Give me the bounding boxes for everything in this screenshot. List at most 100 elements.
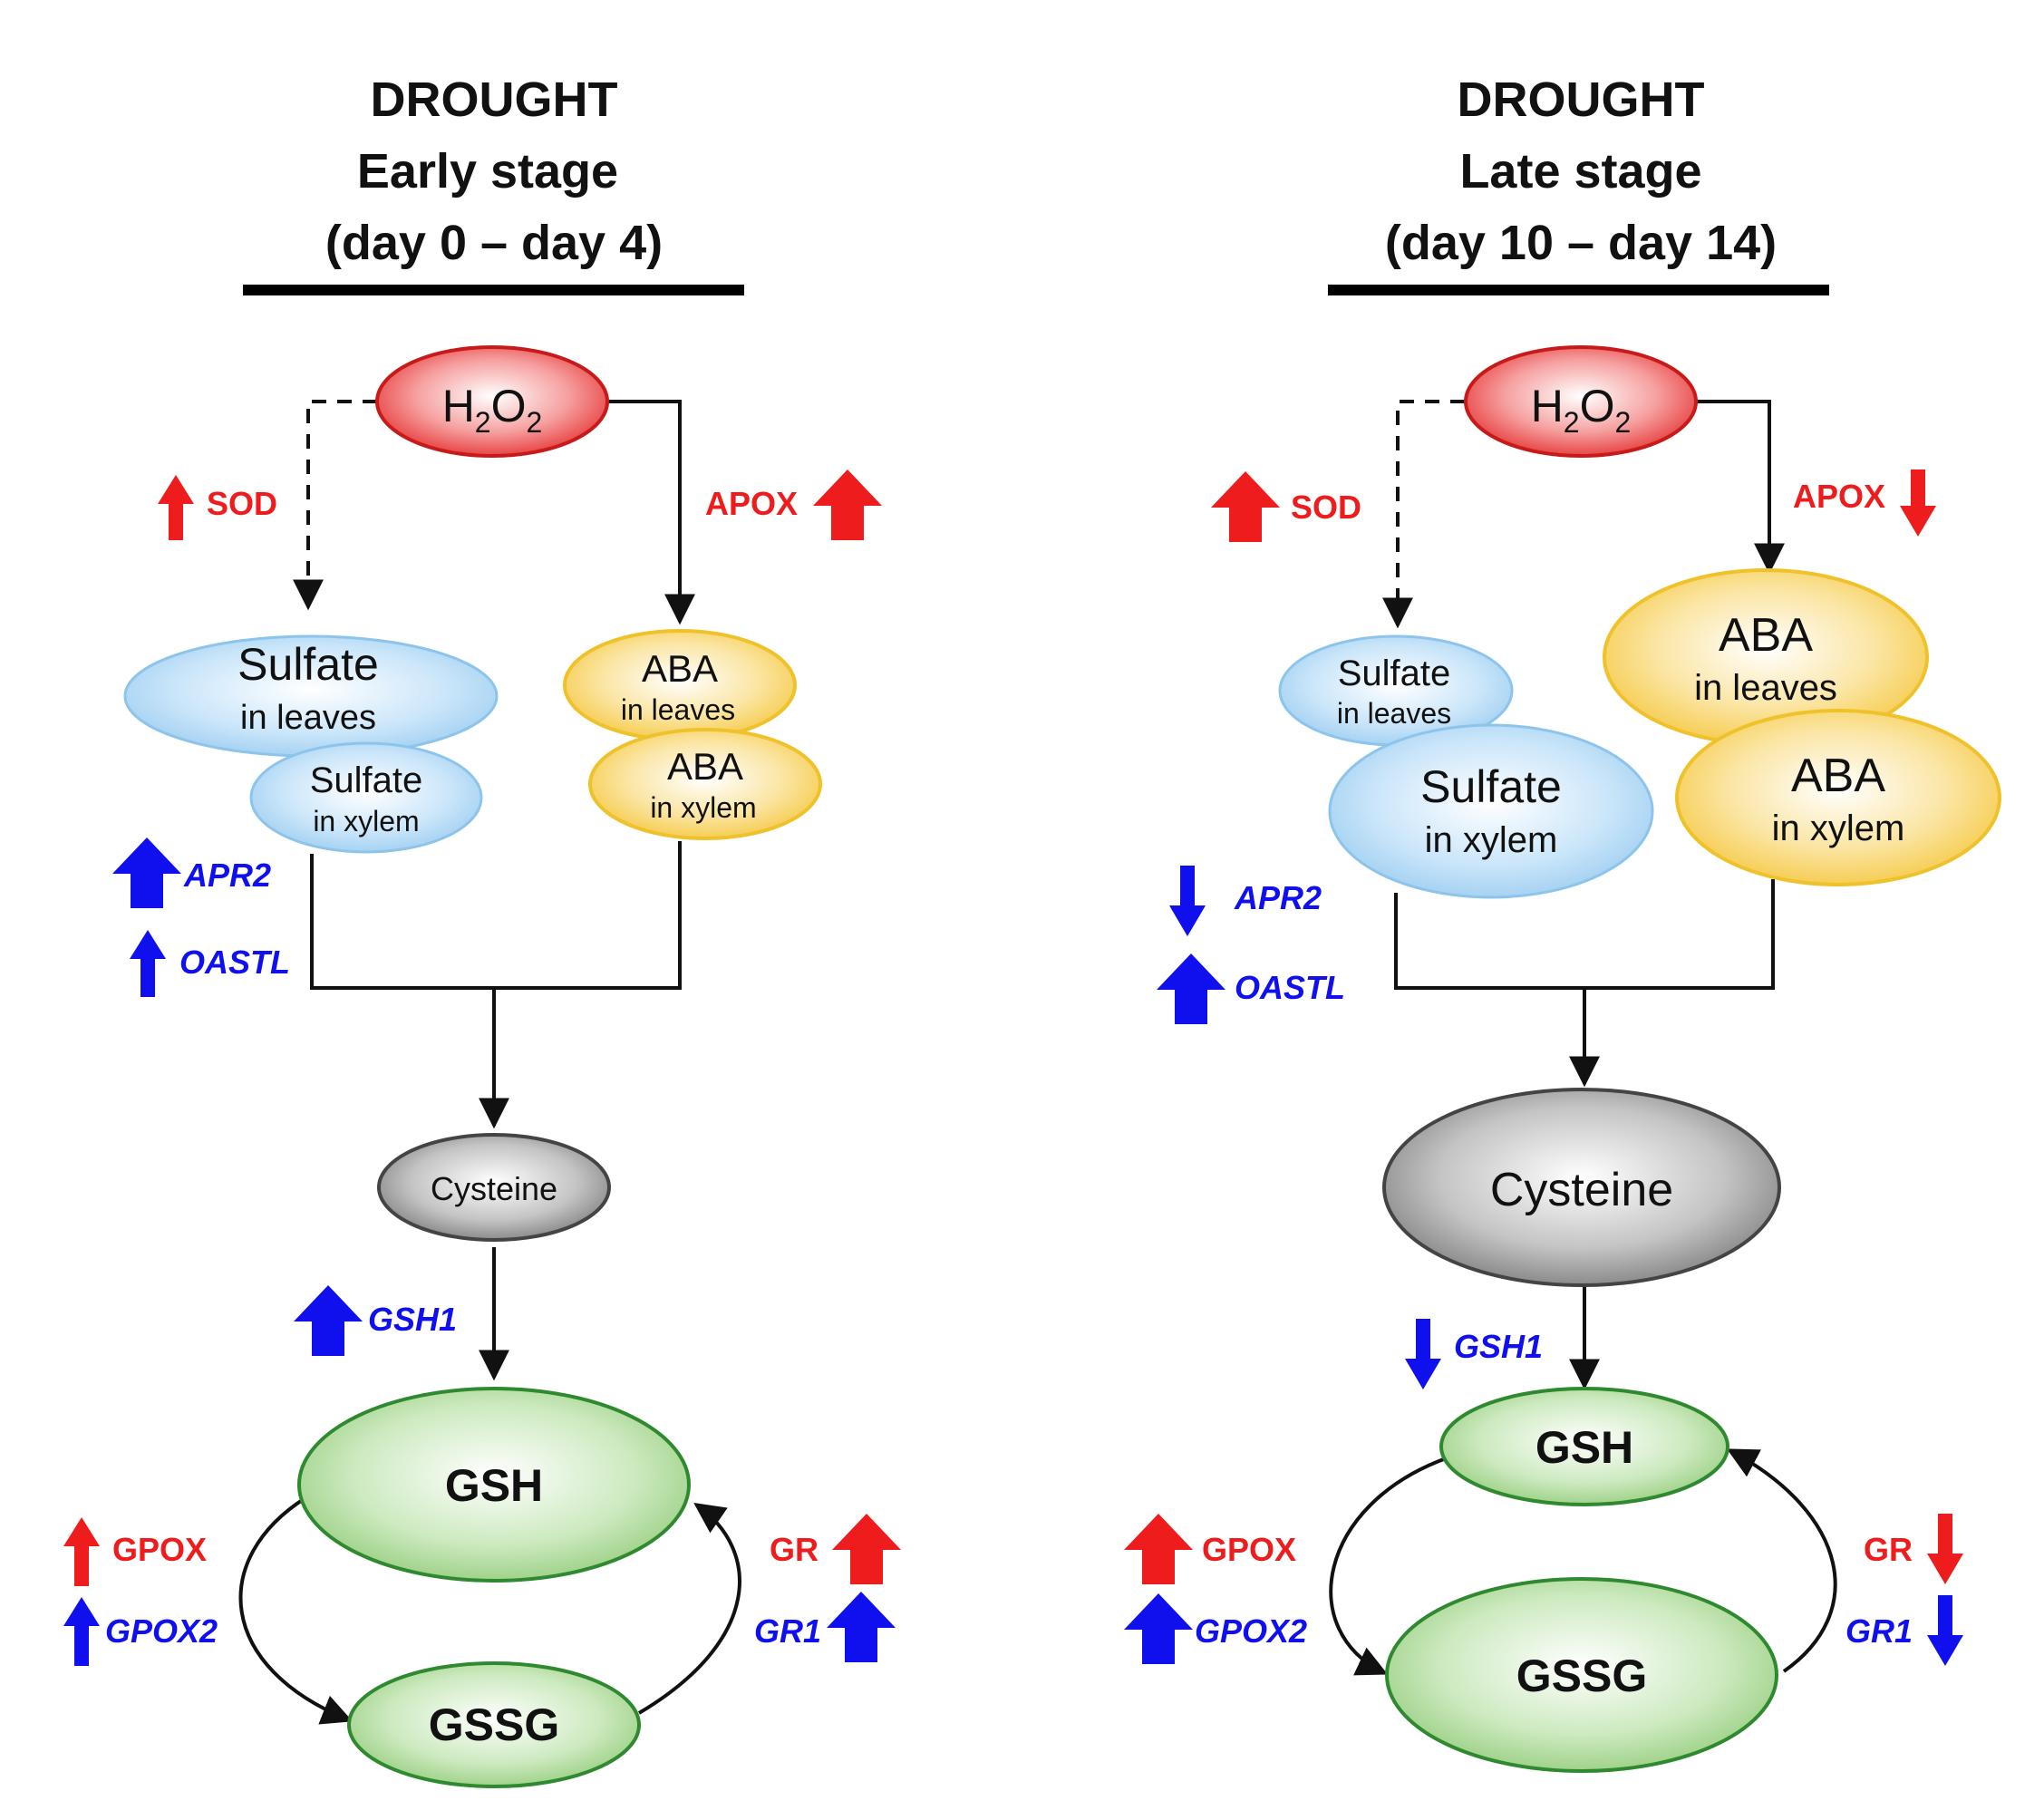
panel-title-line2: Late stage <box>1459 144 1701 198</box>
arrow-up-thin-icon <box>63 1597 100 1666</box>
gssg-to-gsh-arrow <box>1726 1448 1837 1673</box>
gsh-to-gssg-arrow <box>238 1496 354 1725</box>
arrow-up-thick-icon <box>1124 1593 1193 1664</box>
arrow-up-thick-icon <box>294 1285 363 1356</box>
h2o2-node: H2O2 <box>375 345 609 458</box>
aba-xylem-line2: in xylem <box>1772 808 1905 848</box>
title-underline <box>243 285 744 295</box>
cysteine-label: Cysteine <box>431 1170 557 1207</box>
gr-label: GR <box>1864 1531 1913 1568</box>
aba-xylem-node: ABA in xylem <box>588 728 822 840</box>
panel-early-stage: DROUGHT Early stage (day 0 – day 4) H2O2… <box>63 73 901 1788</box>
oastl-indicator: OASTL <box>130 930 290 997</box>
gr1-indicator: GR1 <box>754 1592 896 1662</box>
aba-leaves-node: ABA in leaves <box>563 629 797 741</box>
gr-indicator: GR <box>770 1514 901 1584</box>
apr2-indicator: APR2 <box>112 837 271 908</box>
gssg-label: GSSG <box>1516 1651 1647 1701</box>
sulfate-leaves-line2: in leaves <box>240 699 376 737</box>
sulfate-xylem-line1: Sulfate <box>310 760 423 800</box>
cysteine-node: Cysteine <box>1382 1088 1781 1287</box>
svg-text:H2O2: H2O2 <box>442 381 543 439</box>
gpox-indicator: GPOX <box>63 1517 207 1586</box>
cysteine-node: Cysteine <box>377 1133 611 1242</box>
gpox2-label: GPOX2 <box>1195 1612 1307 1650</box>
gsh1-label: GSH1 <box>1454 1328 1543 1365</box>
gsh1-label: GSH1 <box>368 1301 457 1338</box>
panel-title-line1: DROUGHT <box>1458 73 1705 127</box>
gsh-label: GSH <box>1535 1422 1633 1473</box>
arrow-up-thick-icon <box>832 1514 901 1584</box>
h2o2-node: H2O2 <box>1464 345 1698 458</box>
panel-late-stage: DROUGHT Late stage (day 10 – day 14) H2O… <box>1124 73 2001 1773</box>
gsh-to-gssg-arrow <box>1329 1456 1449 1676</box>
sod-label: SOD <box>207 485 277 522</box>
title-underline <box>1328 285 1829 295</box>
h2o2-sub2: 2 <box>527 406 543 439</box>
gr-label: GR <box>770 1531 819 1568</box>
gpox2-indicator: GPOX2 <box>1124 1593 1307 1664</box>
arrow-up-thick-icon <box>827 1592 896 1662</box>
sod-label: SOD <box>1291 489 1361 526</box>
h2o2-o: O <box>1580 381 1615 431</box>
apox-indicator: APOX <box>1793 470 1936 537</box>
h2o2-sub2: 2 <box>1615 406 1632 439</box>
arrow-up-thick-icon <box>112 837 181 908</box>
gsh1-indicator: GSH1 <box>294 1285 457 1356</box>
sulfate-xylem-line1: Sulfate <box>1420 761 1562 812</box>
gr-indicator: GR <box>1864 1514 1963 1584</box>
gr1-indicator: GR1 <box>1845 1595 1963 1666</box>
aba-leaves-line2: in leaves <box>1694 668 1837 708</box>
h2o2-to-sulfate-dashed-arrow <box>1382 400 1465 629</box>
gpox-label: GPOX <box>112 1531 207 1568</box>
gr1-label: GR1 <box>754 1612 821 1650</box>
sulfate-leaves-line2: in leaves <box>1337 697 1451 730</box>
aba-xylem-line2: in xylem <box>650 791 756 824</box>
sulfate-leaves-node: Sulfate in leaves <box>1278 634 1514 747</box>
gssg-to-gsh-arrow <box>637 1503 741 1715</box>
gsh-node: GSH <box>297 1387 691 1583</box>
aba-xylem-line1: ABA <box>667 745 743 788</box>
arrow-up-thick-icon <box>813 470 882 540</box>
apox-indicator: APOX <box>705 470 882 540</box>
aba-xylem-line1: ABA <box>1791 750 1885 802</box>
sulfate-aba-junction-line <box>310 841 682 990</box>
panel-title-line1: DROUGHT <box>371 73 618 127</box>
gssg-label: GSSG <box>429 1699 559 1750</box>
oastl-label: OASTL <box>1235 969 1345 1006</box>
gsh-node: GSH <box>1439 1387 1729 1506</box>
arrow-up-thin-icon <box>63 1517 100 1586</box>
arrow-up-thick-icon <box>1211 471 1280 542</box>
apr2-label: APR2 <box>183 857 271 894</box>
arrow-down-thin-icon <box>1405 1319 1441 1389</box>
gsh1-indicator: GSH1 <box>1405 1319 1543 1389</box>
arrow-up-thin-icon <box>130 930 166 997</box>
sulfate-leaves-node: Sulfate in leaves <box>123 634 499 758</box>
aba-leaves-line1: ABA <box>1719 609 1813 662</box>
oastl-label: OASTL <box>179 944 290 981</box>
aba-leaves-line1: ABA <box>642 647 718 690</box>
h2o2-h: H <box>442 381 475 431</box>
oastl-indicator: OASTL <box>1157 954 1345 1024</box>
gssg-node: GSSG <box>1385 1577 1778 1773</box>
sulfate-leaves-line1: Sulfate <box>237 639 379 690</box>
h2o2-h: H <box>1531 381 1564 431</box>
arrow-up-thick-icon <box>1124 1514 1193 1584</box>
sulfate-leaves-line1: Sulfate <box>1338 653 1451 693</box>
gpox2-label: GPOX2 <box>105 1612 218 1650</box>
arrow-down-thin-icon <box>1927 1595 1963 1666</box>
arrow-down-thin-icon <box>1169 866 1206 936</box>
aba-leaves-line2: in leaves <box>621 693 735 726</box>
apr2-indicator: APR2 <box>1169 866 1322 936</box>
h2o2-to-sulfate-dashed-arrow <box>293 400 377 611</box>
aba-leaves-node: ABA in leaves <box>1603 568 1929 746</box>
sod-indicator: SOD <box>1211 471 1361 542</box>
gpox2-indicator: GPOX2 <box>63 1597 218 1666</box>
gssg-node: GSSG <box>347 1661 641 1788</box>
sulfate-xylem-line2: in xylem <box>1425 820 1558 860</box>
h2o2-to-aba-arrow <box>1697 400 1785 575</box>
h2o2-sub1: 2 <box>475 406 491 439</box>
h2o2-to-aba-arrow <box>607 400 695 625</box>
sulfate-xylem-node: Sulfate in xylem <box>1328 723 1654 899</box>
